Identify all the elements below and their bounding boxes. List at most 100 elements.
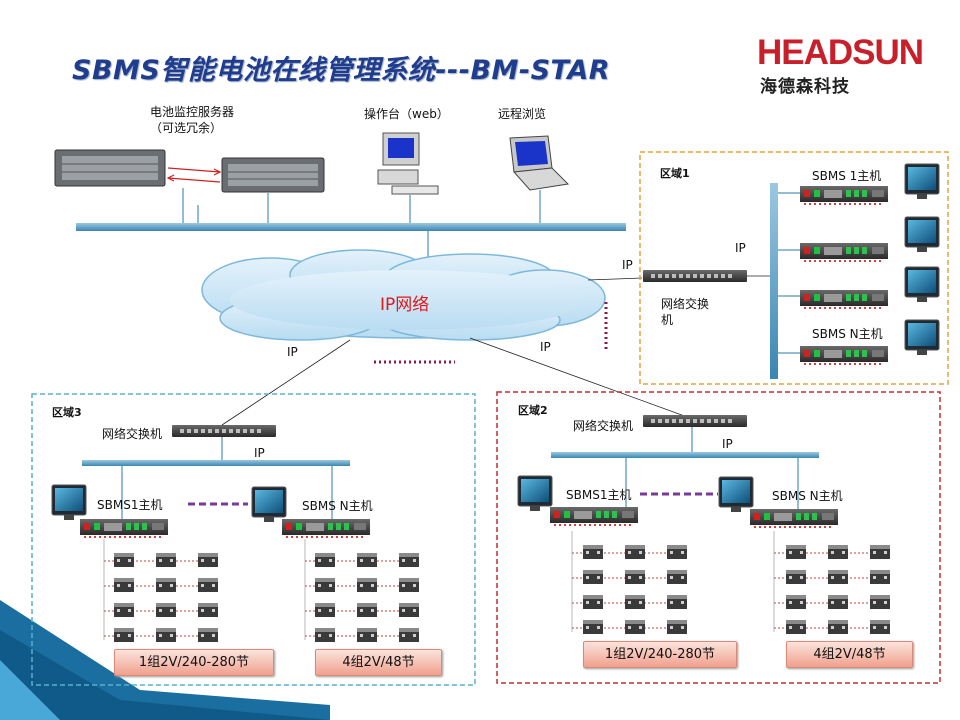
region-3-group-1-battery [198, 578, 218, 592]
region-1-monitor-n [904, 319, 940, 356]
region-2-monitor-n [718, 476, 754, 513]
region-3-host-1 [79, 518, 169, 538]
server-2 [221, 157, 325, 193]
console-label: 操作台（web） [364, 107, 449, 121]
region-3-group-n-battery [357, 553, 377, 567]
region-1-host-1 [799, 185, 889, 205]
ip-label-region3-wan: IP [287, 345, 298, 359]
cloud-core [230, 270, 586, 330]
ip-label-region1-wan: IP [622, 258, 633, 272]
headsun-logo: HEADSUN [757, 33, 924, 72]
region-3-group-1-battery [156, 628, 176, 642]
region-2-group-n-battery [870, 620, 890, 634]
region-2-group-1-battery [667, 620, 687, 634]
region-1-box [639, 151, 949, 385]
region-3-group-n-battery [399, 603, 419, 617]
region-2-group-n-badge: 4组2V/48节 [786, 641, 913, 668]
region-2-monitor-1 [517, 475, 553, 512]
region-1-bus [770, 183, 778, 379]
region-2-group-1-battery [583, 620, 603, 634]
server-1 [54, 149, 166, 187]
region-3-group-1-battery [156, 553, 176, 567]
region-2-batteries [571, 531, 890, 634]
region-2-group-1-battery [583, 570, 603, 584]
region-1-switch-label: 网络交换 [661, 297, 710, 311]
server-label: 电池监控服务器 [150, 105, 235, 119]
redundancy-arrows [166, 167, 222, 183]
ip-label-region3: IP [254, 446, 265, 460]
console-pc-icon [377, 132, 439, 195]
decorative-swoosh [0, 600, 330, 720]
region-2-group-1-battery [667, 545, 687, 559]
region-3-group-1-battery [198, 603, 218, 617]
region-2-group-1-battery [625, 595, 645, 609]
region-2-group-n-battery [786, 595, 806, 609]
server-label-redundant: （可选冗余） [150, 121, 223, 135]
region-1-monitor-2 [904, 216, 940, 253]
region-2-host-1 [549, 506, 639, 526]
ip-network-label: IP网络 [380, 295, 430, 315]
region-3-host-n-label: SBMS N主机 [302, 499, 373, 513]
page-title: SBMS智能电池在线管理系统---BM-STAR [72, 55, 611, 86]
region-2-group-n-battery [870, 595, 890, 609]
region-1-switch [643, 270, 747, 282]
region-3-group-n-battery [315, 628, 335, 642]
region-2-group-n-battery [828, 595, 848, 609]
region-2-group-1-battery [625, 545, 645, 559]
region-1-host-n [799, 345, 889, 365]
region-3-switch-label: 网络交换机 [102, 427, 163, 441]
region-3-group-n-battery [357, 628, 377, 642]
region-3-group-1-battery [114, 603, 134, 617]
region-3-monitor-n [251, 486, 287, 523]
region-3-host-1-label: SBMS1主机 [97, 498, 163, 512]
region-2-group-n-battery [786, 620, 806, 634]
region-2-group-1-battery [625, 570, 645, 584]
region-3-box [31, 393, 476, 686]
region-2-title: 区域2 [518, 404, 548, 417]
region-3-group-n-battery [315, 578, 335, 592]
region-2-group-n-battery [870, 545, 890, 559]
region-2-group-n-battery [870, 570, 890, 584]
region-3-group-1-battery [114, 578, 134, 592]
region-3-group-1-battery [198, 553, 218, 567]
region-3-bus [82, 460, 350, 466]
region-3-group-n-badge: 4组2V/48节 [315, 649, 442, 676]
headsun-logo-chinese: 海德森科技 [760, 77, 850, 97]
region-2-group-n-battery [786, 545, 806, 559]
region-3-group-n-battery [315, 603, 335, 617]
region-2-box [496, 391, 941, 684]
region-3-group-n-battery [315, 553, 335, 567]
region-3-group-n-battery [399, 578, 419, 592]
region-1-title: 区域1 [660, 167, 690, 180]
region-3-group-n-battery [357, 578, 377, 592]
region-3-group-1-battery [156, 578, 176, 592]
top-network-bus [76, 223, 626, 231]
ip-label-region2: IP [722, 437, 733, 451]
region-1-monitor-1 [904, 163, 940, 200]
region-2-group-1-battery [583, 595, 603, 609]
region-2-host-1-label: SBMS1主机 [566, 488, 632, 502]
region-3-group-n-battery [399, 628, 419, 642]
region-2-bus [551, 452, 819, 458]
region-3-title: 区域3 [52, 406, 82, 419]
region-2-switch-label: 网络交换机 [573, 419, 634, 433]
region-3-host-n [281, 518, 371, 538]
region-2-group-n-battery [786, 570, 806, 584]
region-3-switch [172, 425, 276, 437]
region-2-host-n [749, 508, 839, 528]
region-1-host-top-label: SBMS 1主机 [812, 169, 882, 183]
region-3-group-1-battery [114, 553, 134, 567]
region-1-host-bottom-label: SBMS N主机 [812, 327, 883, 341]
region-2-group-n-battery [828, 620, 848, 634]
laptop-icon [509, 135, 570, 191]
region-2-group-n-battery [828, 545, 848, 559]
remote-label: 远程浏览 [498, 107, 547, 121]
region-3-group-1-battery [198, 628, 218, 642]
region-2-group-1-battery [583, 545, 603, 559]
region-3-group-1-battery [156, 603, 176, 617]
dotted-links [374, 302, 608, 364]
region-2-group-n-battery [828, 570, 848, 584]
region-2-group-1-battery [667, 595, 687, 609]
region-3-group-n-battery [357, 603, 377, 617]
